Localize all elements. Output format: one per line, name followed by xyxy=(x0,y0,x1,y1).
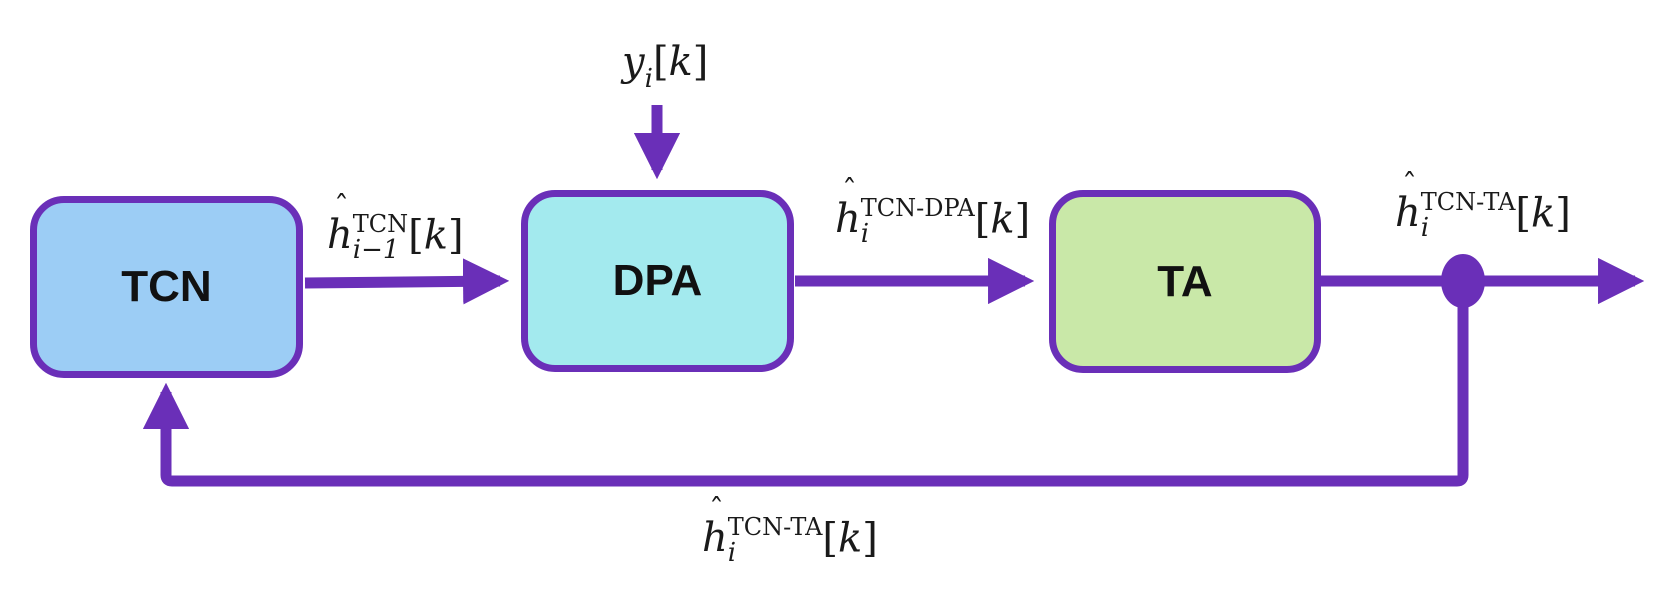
ta-block: TA xyxy=(1049,190,1321,373)
input-signal-label: yi[k] xyxy=(622,39,709,94)
tcn-label: TCN xyxy=(121,262,212,311)
feedback-arrow xyxy=(142,281,1469,487)
ta-label: TA xyxy=(1157,256,1213,306)
tcn-block: TCN xyxy=(30,196,303,378)
junction-node xyxy=(1441,254,1485,308)
dpa-label: DPA xyxy=(612,256,703,305)
tcn-to-dpa-arrow xyxy=(304,258,510,305)
dpa-block: DPA xyxy=(521,190,794,372)
